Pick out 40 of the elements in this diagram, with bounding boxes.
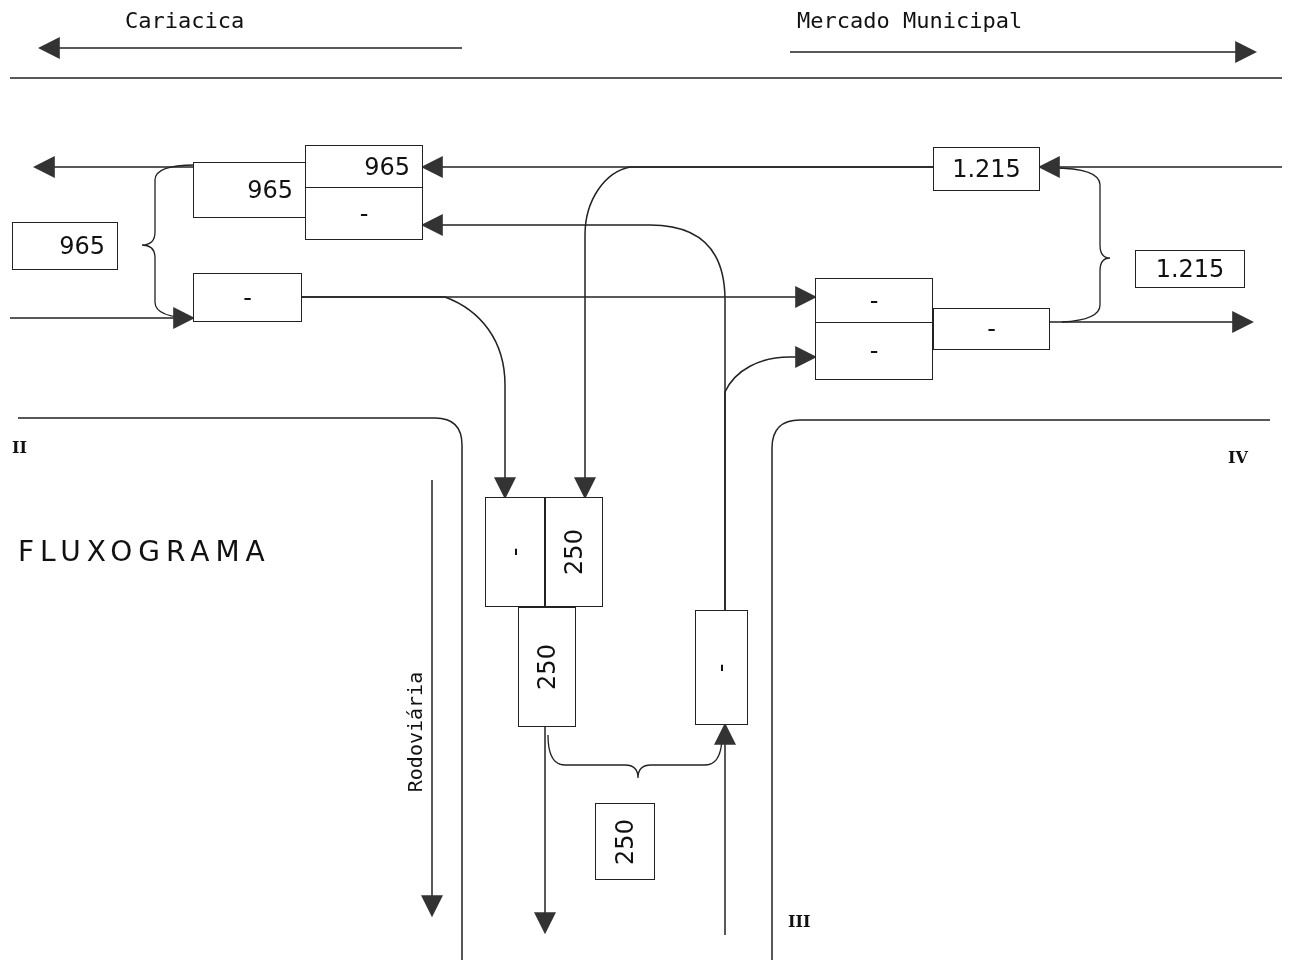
count-box <box>12 222 118 270</box>
flow-arrow <box>1049 311 1255 333</box>
count-box <box>815 278 933 323</box>
count-box <box>193 162 306 218</box>
count-box <box>305 187 423 240</box>
count-box <box>815 322 933 380</box>
flow-count: - <box>707 663 736 672</box>
flow-count: - <box>359 199 369 228</box>
approach-number: II <box>12 438 27 457</box>
road-name: Mercado Municipal <box>797 8 1023 33</box>
flow-count: 965 <box>364 152 410 181</box>
count-box <box>193 273 302 322</box>
flow-count: 965 <box>247 176 293 204</box>
flow-count: 250 <box>560 529 588 575</box>
flow-count: - <box>869 337 879 365</box>
flow-arrow <box>534 726 556 935</box>
count-box <box>305 145 423 188</box>
flow-count: - <box>869 286 879 315</box>
flow-count: 1.215 <box>1155 255 1225 283</box>
flow-count: 965 <box>59 232 105 260</box>
flow-arrow <box>32 156 194 178</box>
count-box <box>545 497 603 607</box>
count-box <box>933 308 1050 350</box>
count-box <box>695 610 748 725</box>
flow-count: - <box>987 315 996 343</box>
flow-count: 1.215 <box>952 155 1021 183</box>
flow-count: 250 <box>611 818 639 865</box>
road-name: Rodoviária <box>403 671 428 793</box>
count-box <box>485 497 545 607</box>
flow-count: - <box>243 283 252 312</box>
road-name: Cariacica <box>125 8 245 33</box>
flow-count: - <box>501 547 529 557</box>
diagram-title: FLUXOGRAMA <box>18 535 271 568</box>
count-box <box>518 607 576 727</box>
flow-count: 250 <box>533 644 561 690</box>
approach-number: IV <box>1228 448 1248 467</box>
count-box <box>1135 250 1245 288</box>
approach-number: III <box>788 912 811 931</box>
count-box <box>933 147 1040 191</box>
count-box <box>595 803 655 880</box>
